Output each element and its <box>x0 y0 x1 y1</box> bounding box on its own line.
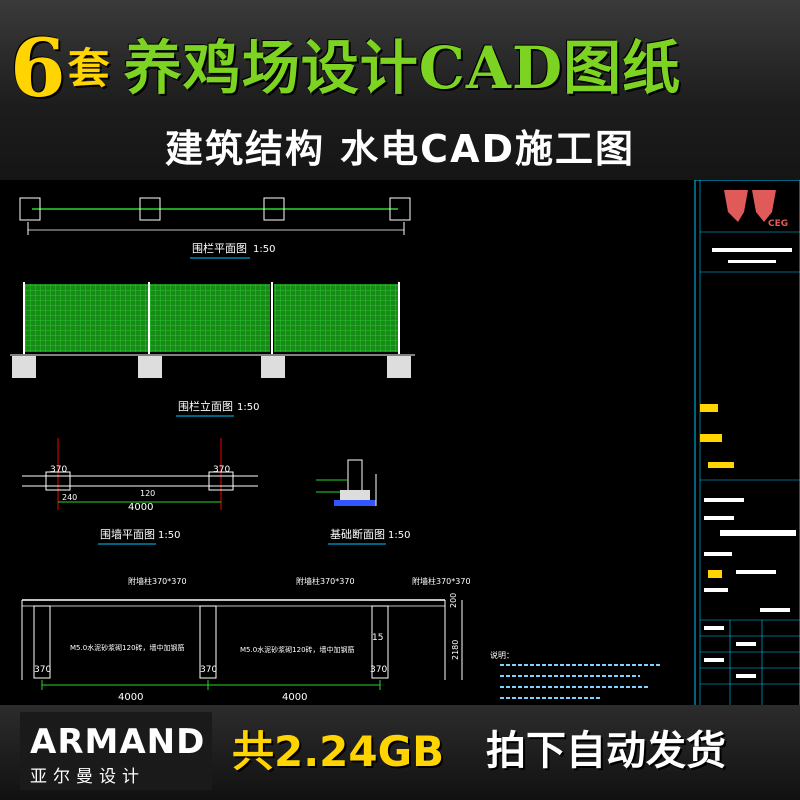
notes-block: 说明： <box>490 650 660 710</box>
fence-plan-title: 围栏平面图 <box>192 241 247 255</box>
title-line: 6 套 养鸡场设计CAD图纸 <box>10 18 800 108</box>
dim-370-a: 370 <box>50 465 67 475</box>
delivery-text: 拍下自动发货 <box>486 728 726 774</box>
cad-drawing: 围栏平面图 1:50 围栏立面图 1:50 <box>0 179 800 726</box>
dim-370-d: 370 <box>200 665 217 675</box>
set-count: 6 <box>10 21 66 115</box>
foundation-scale: 1:50 <box>388 530 410 541</box>
title-block: CEG <box>694 179 800 726</box>
dim-15: 15 <box>372 633 383 643</box>
fence-elev-scale: 1:50 <box>237 402 259 413</box>
dim-120: 120 <box>140 489 155 498</box>
wall-text-a: M5.0水泥砂浆砌120砖，墙中加钢筋 <box>70 643 185 652</box>
dim-2180: 2180 <box>451 640 460 660</box>
dim-4000-a: 4000 <box>128 502 153 513</box>
brand-subtitle: 亚尔曼设计 <box>30 767 145 787</box>
foundation-title: 基础断面图 <box>330 527 385 541</box>
dim-370-b: 370 <box>213 465 230 475</box>
wall-text-b: M5.0水泥砂浆砌120砖，墙中加钢筋 <box>240 645 355 654</box>
pier-label-c: 附墙柱370*370 <box>412 576 471 586</box>
dim-240: 240 <box>62 493 77 502</box>
wall-plan: 370 370 240 120 4000 围墙平面图 1:50 <box>22 438 258 545</box>
top-banner <box>0 0 800 180</box>
dim-370-e: 370 <box>370 665 387 675</box>
fence-plan: 围栏平面图 1:50 <box>19 197 411 259</box>
logo-caption: CEG <box>768 219 788 229</box>
dim-4000-c: 4000 <box>282 692 307 703</box>
company-logo-icon <box>724 190 748 222</box>
brand-name: ARMAND <box>30 722 206 762</box>
foundation-section: 基础断面图 1:50 <box>316 459 410 545</box>
brand-logo <box>20 712 212 790</box>
fence-elev-title: 围栏立面图 <box>178 399 233 413</box>
notes-label: 说明： <box>490 650 514 660</box>
set-unit: 套 <box>67 44 110 93</box>
pier-label-a: 附墙柱370*370 <box>128 576 187 586</box>
dim-4000-b: 4000 <box>118 692 143 703</box>
wall-elevation: 附墙柱370*370 附墙柱370*370 附墙柱370*370 M5.0水泥砂… <box>21 576 471 703</box>
dim-200: 200 <box>449 593 458 608</box>
main-title: 养鸡场设计CAD图纸 <box>123 34 682 102</box>
cad-drawing-svg: 围栏平面图 1:50 围栏立面图 1:50 <box>10 179 800 726</box>
pier-label-b: 附墙柱370*370 <box>296 576 355 586</box>
size-text: 共2.24GB <box>232 727 445 776</box>
dim-370-c: 370 <box>34 665 51 675</box>
wall-plan-title: 围墙平面图 <box>100 527 155 541</box>
fence-plan-scale: 1:50 <box>253 244 275 255</box>
fence-elevation: 围栏立面图 1:50 <box>10 282 415 417</box>
subtitle: 建筑结构 水电CAD施工图 <box>164 127 636 171</box>
wall-plan-scale: 1:50 <box>158 530 180 541</box>
